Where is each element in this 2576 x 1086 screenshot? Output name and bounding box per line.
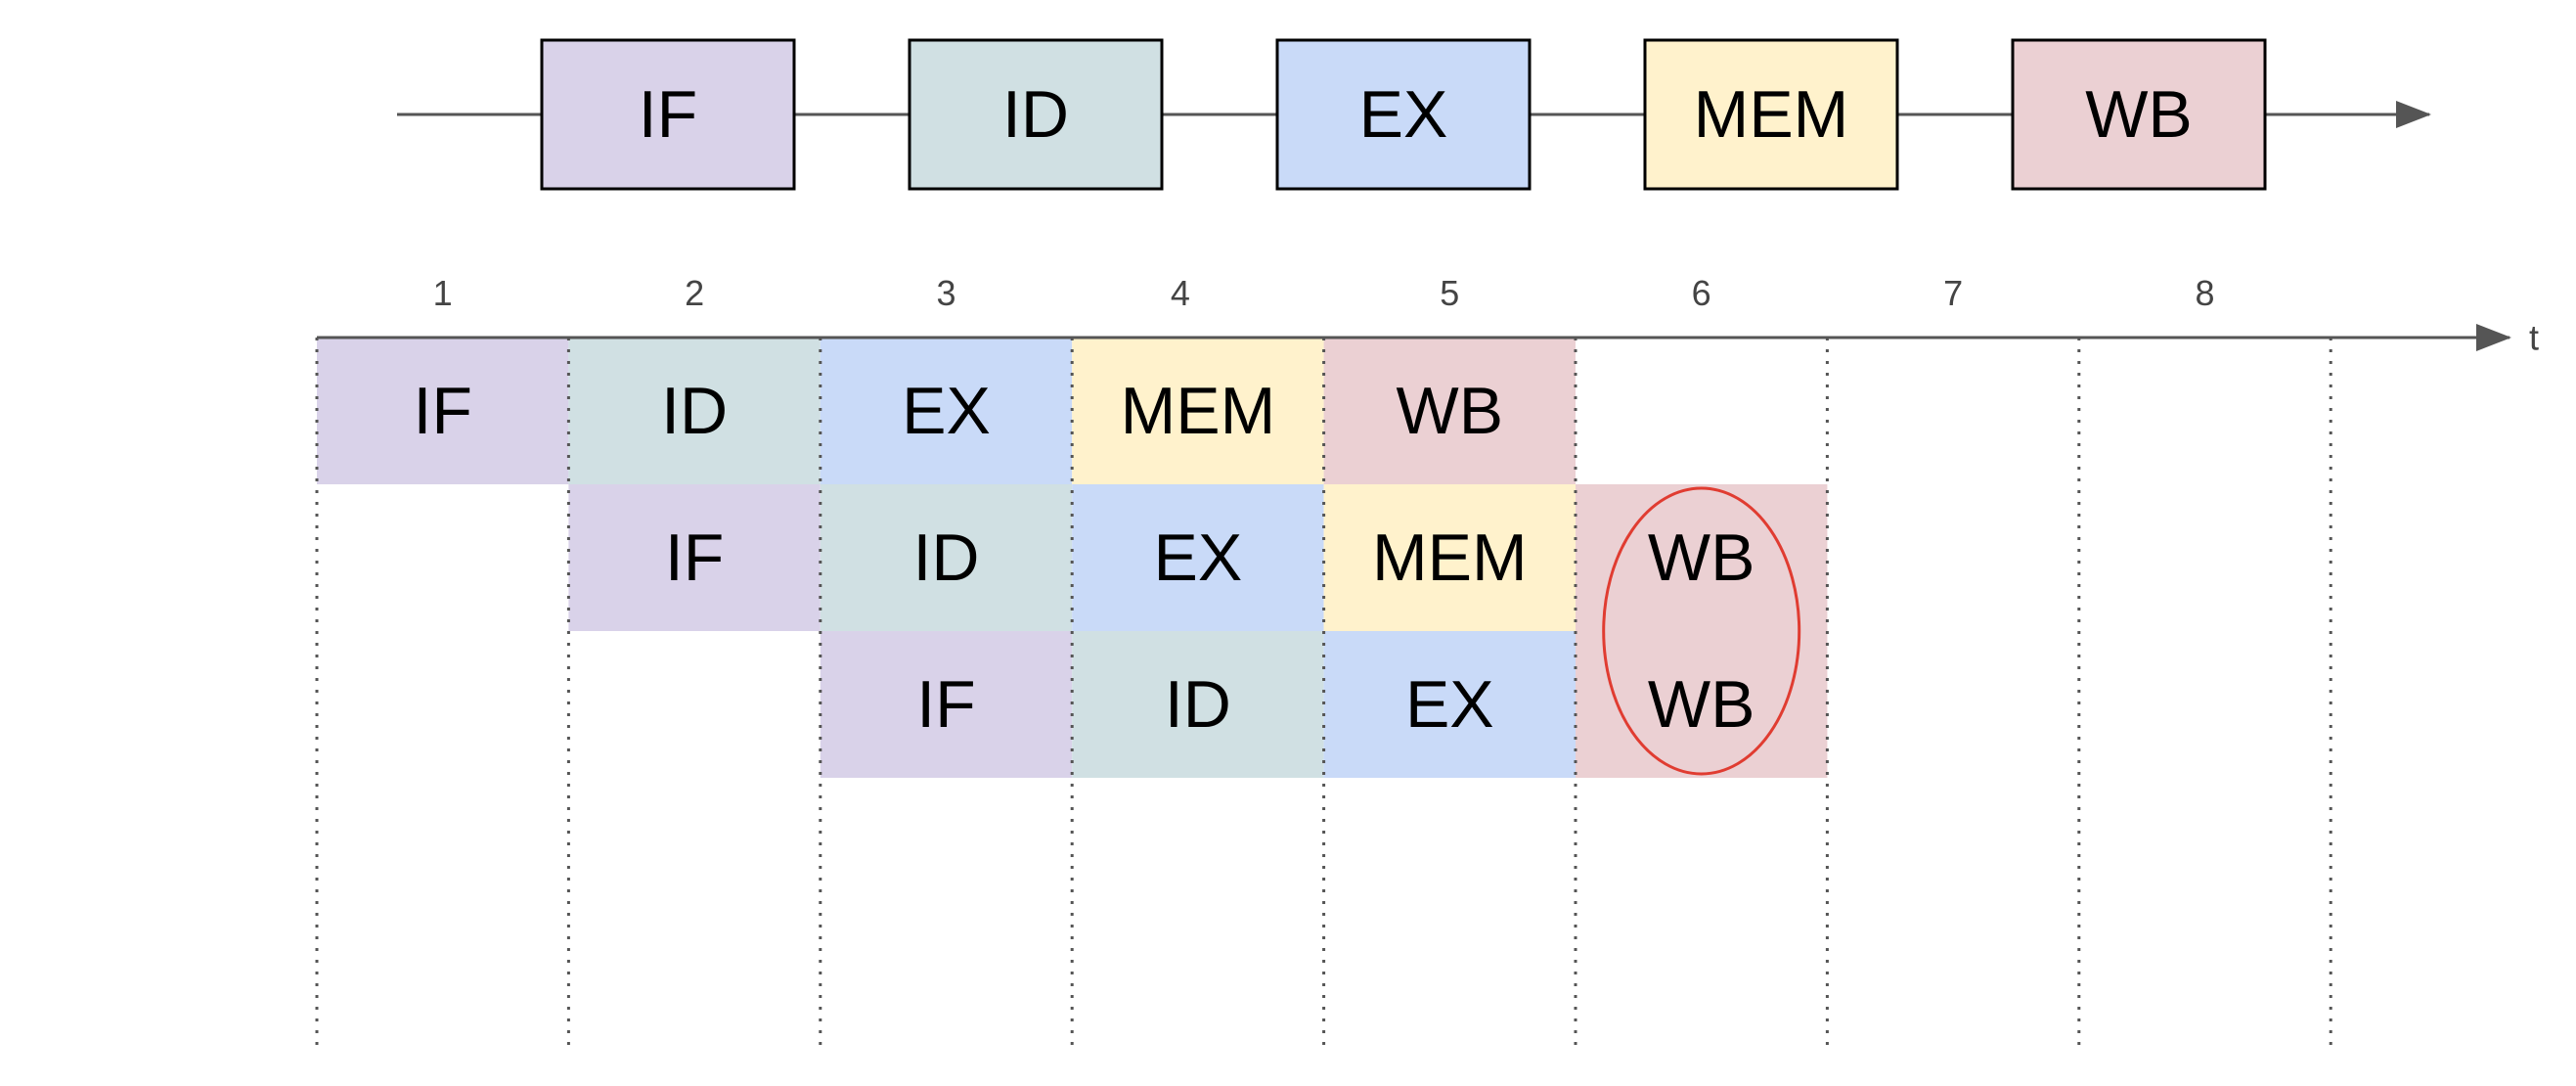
cycle-tick-label: 8 [2195, 273, 2214, 313]
pipeline-cells: IF ID EX MEM WB IF ID EX MEM WB IF ID EX WB [317, 338, 1828, 778]
stage-box-rect-if [540, 38, 796, 191]
cell-id: ID [1072, 631, 1324, 778]
hazard-highlight-ellipse [1602, 486, 1801, 776]
cell-wb: WB [1576, 484, 1828, 631]
instruction-row-1: IF ID EX MEM WB [317, 338, 1576, 484]
stage-box-rect-wb [2011, 38, 2267, 191]
cell-label-ex: EX [902, 374, 991, 448]
cycle-tick-label: 5 [1440, 273, 1459, 313]
cell-if: IF [317, 338, 569, 484]
highlight-layer [1602, 486, 1801, 776]
cell-bg-if [568, 484, 821, 631]
cycle-tick-label: 1 [433, 273, 453, 313]
cell-bg-if [820, 631, 1073, 778]
stage-box-mem: MEM [1643, 38, 1899, 191]
cycle-tick-label: 4 [1171, 273, 1190, 313]
cell-label-ex: EX [1405, 667, 1494, 742]
stage-label-mem: MEM [1694, 77, 1849, 152]
cell-label-wb: WB [1648, 667, 1755, 742]
stage-box-ex: EX [1275, 38, 1532, 191]
cell-mem: MEM [1323, 484, 1576, 631]
cell-label-wb: WB [1648, 520, 1755, 595]
stage-box-rect-ex [1275, 38, 1532, 191]
cell-label-mem: MEM [1121, 374, 1276, 448]
cell-bg-wb [1323, 338, 1576, 484]
cell-ex: EX [1323, 631, 1576, 778]
stage-label-if: IF [639, 77, 697, 152]
cell-bg-id [568, 338, 821, 484]
cycle-tick-label: 6 [1692, 273, 1711, 313]
cell-ex: EX [820, 338, 1073, 484]
cell-wb: WB [1576, 631, 1828, 778]
cell-bg-id [1072, 631, 1324, 778]
cell-label-id: ID [661, 374, 728, 448]
cell-label-mem: MEM [1372, 520, 1528, 595]
stage-box-rect-mem [1643, 38, 1899, 191]
cell-wb: WB [1323, 338, 1576, 484]
cell-bg-mem [1072, 338, 1324, 484]
cell-bg-id [820, 484, 1073, 631]
cell-if: IF [568, 484, 821, 631]
cycle-tick-label: 3 [936, 273, 955, 313]
instruction-row-2: IF ID EX MEM WB [568, 484, 1828, 631]
stage-box-if: IF [540, 38, 796, 191]
time-axis: t 1 2 3 4 5 6 7 8 [317, 273, 2539, 358]
pipeline-stage-flow: IF ID EX MEM WB [397, 38, 2431, 191]
stage-box-id: ID [908, 38, 1164, 191]
stage-label-id: ID [1002, 77, 1069, 152]
time-axis-label: t [2529, 318, 2539, 358]
cell-bg-if [317, 338, 569, 484]
cell-bg-ex [1072, 484, 1324, 631]
cell-id: ID [568, 338, 821, 484]
cell-ex: EX [1072, 484, 1324, 631]
cycle-grid [315, 338, 2332, 1049]
stage-label-ex: EX [1359, 77, 1448, 152]
cell-label-id: ID [913, 520, 980, 595]
cell-bg-ex [1323, 631, 1576, 778]
cell-mem: MEM [1072, 338, 1324, 484]
cell-if: IF [820, 631, 1073, 778]
cell-id: ID [820, 484, 1073, 631]
cell-label-if: IF [413, 374, 471, 448]
stage-box-rect-id [908, 38, 1164, 191]
stage-box-wb: WB [2011, 38, 2267, 191]
cell-label-if: IF [665, 520, 724, 595]
stage-label-wb: WB [2085, 77, 2193, 152]
cell-label-id: ID [1165, 667, 1231, 742]
cycle-tick-label: 2 [685, 273, 704, 313]
cell-label-if: IF [916, 667, 975, 742]
cycle-tick-label: 7 [1943, 273, 1963, 313]
cell-label-ex: EX [1154, 520, 1243, 595]
cell-label-wb: WB [1397, 374, 1504, 448]
cell-bg-mem [1323, 484, 1576, 631]
cell-bg-ex [820, 338, 1073, 484]
